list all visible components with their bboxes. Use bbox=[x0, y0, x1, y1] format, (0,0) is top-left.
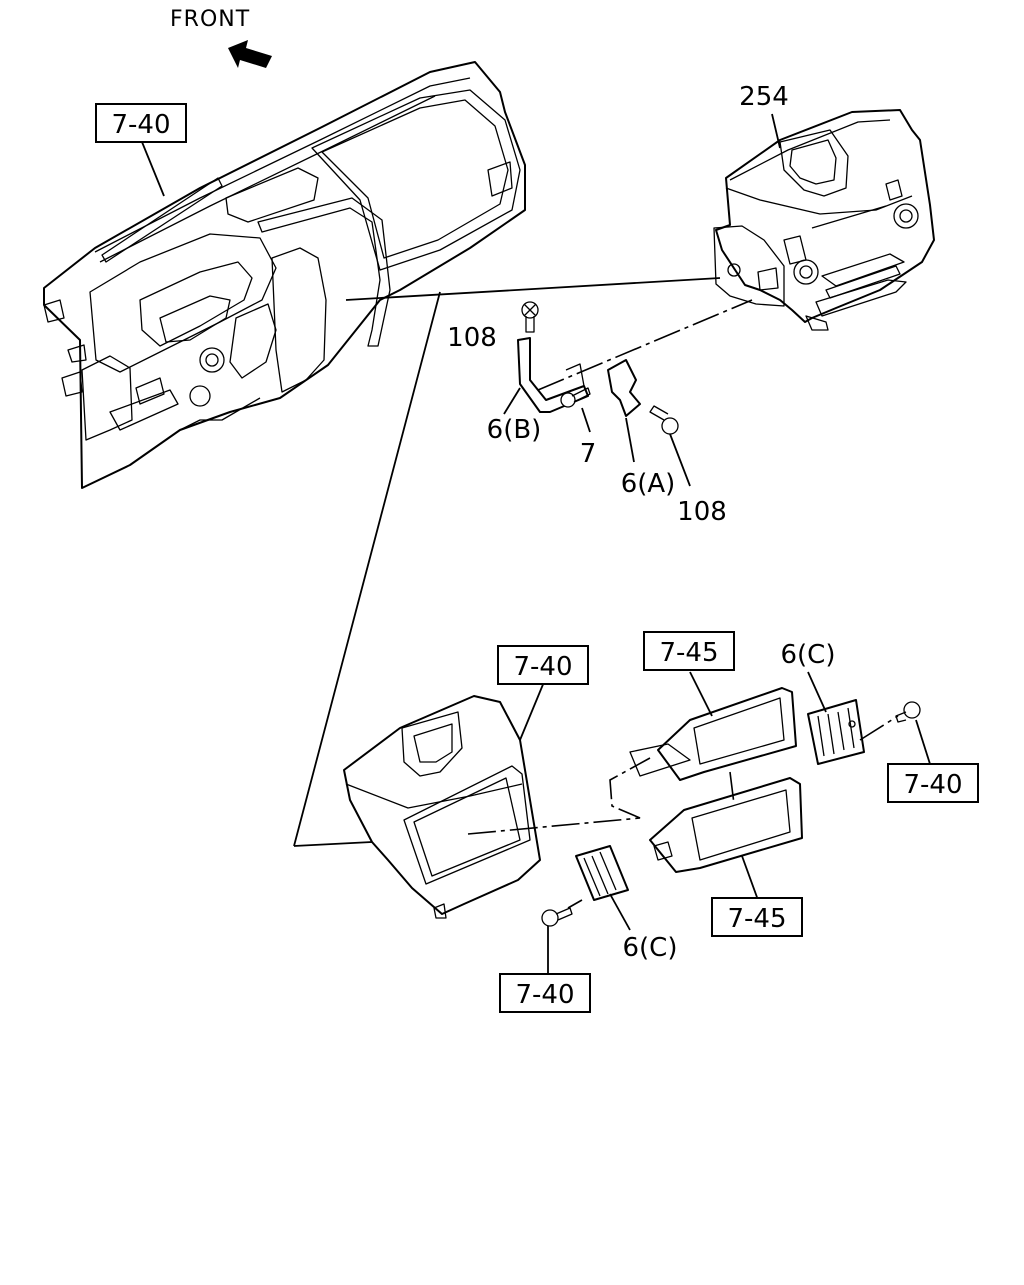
audio-unit bbox=[713, 109, 935, 331]
label-108-upper: 108 bbox=[447, 323, 497, 353]
bolt-108-upper bbox=[521, 301, 539, 333]
label-6c-right: 6(C) bbox=[781, 640, 836, 670]
label-740-bottom: 7-40 bbox=[515, 980, 574, 1010]
label-745-top: 7-45 bbox=[659, 638, 718, 668]
label-6a: 6(A) bbox=[621, 469, 676, 499]
front-arrow-icon bbox=[228, 40, 272, 68]
center-cluster-panel bbox=[343, 695, 541, 919]
bolt-left bbox=[541, 907, 573, 927]
ref-box-740-mid bbox=[497, 645, 589, 685]
label-254: 254 bbox=[739, 82, 789, 112]
bolt-7 bbox=[560, 387, 591, 408]
label-6b: 6(B) bbox=[487, 415, 542, 445]
ref-box-740-bottom bbox=[499, 973, 591, 1013]
ref-box-745-top bbox=[643, 631, 735, 671]
instrument-panel bbox=[43, 61, 526, 489]
ref-box-740-top bbox=[95, 103, 187, 143]
plate-6c-left bbox=[575, 845, 629, 901]
bracket-6a bbox=[607, 359, 641, 417]
front-indicator: FRONT bbox=[170, 7, 272, 68]
bolt-108-lower bbox=[649, 405, 679, 435]
lower-bracket-745 bbox=[649, 777, 803, 873]
label-7: 7 bbox=[580, 439, 597, 469]
label-740-right: 7-40 bbox=[903, 770, 962, 800]
plate-6c-right bbox=[807, 699, 865, 765]
upper-bracket-745 bbox=[629, 687, 797, 781]
label-740-mid: 7-40 bbox=[513, 652, 572, 682]
label-108-lower: 108 bbox=[677, 497, 727, 527]
ref-box-745-bottom bbox=[711, 897, 803, 937]
callouts: 7-40 254 108 6(B) 7 6(A) 108 7-40 7-45 6… bbox=[95, 82, 979, 1013]
label-6c-left: 6(C) bbox=[623, 933, 678, 963]
bolt-right bbox=[895, 701, 921, 723]
ref-box-740-right bbox=[887, 763, 979, 803]
label-740-top: 7-40 bbox=[111, 110, 170, 140]
label-745-bottom: 7-45 bbox=[727, 904, 786, 934]
leader-lines bbox=[141, 113, 931, 976]
front-label: FRONT bbox=[170, 7, 250, 32]
